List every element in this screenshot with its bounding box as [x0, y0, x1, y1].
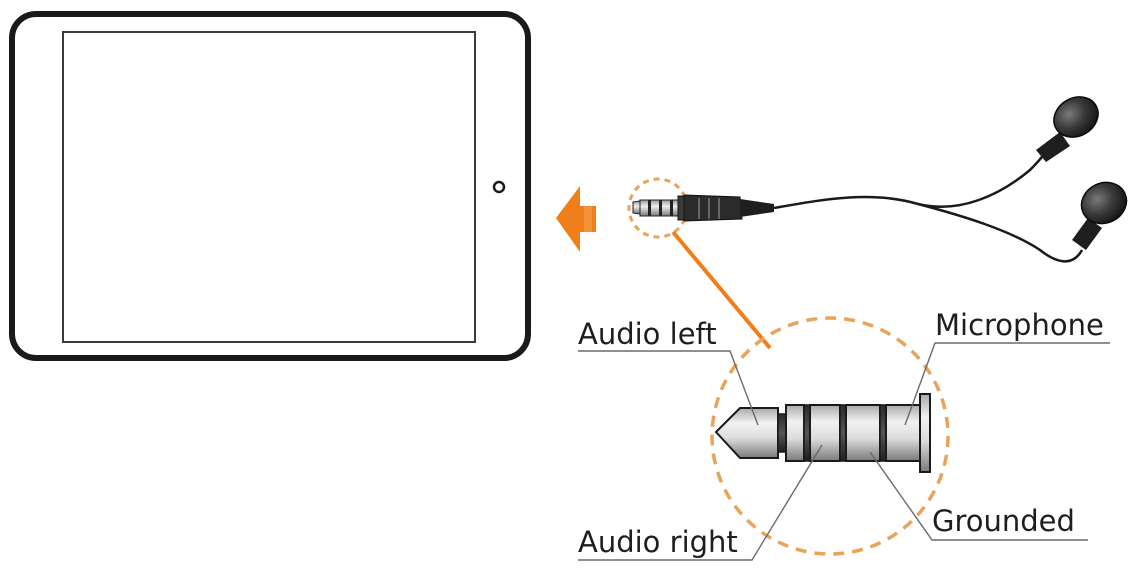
- audio-right-leader: [578, 444, 823, 561]
- earphones-icon: [1036, 96, 1128, 250]
- grounded-leader: [869, 451, 1088, 541]
- earphone-cable: [773, 139, 1084, 263]
- side-button: [526, 306, 530, 326]
- audio-jack-icon: [714, 393, 931, 473]
- zoom-connector-line: [671, 230, 772, 350]
- home-button-icon: [492, 180, 506, 194]
- label-leader-lines: [578, 342, 1110, 561]
- zoomed-jack-circle: [710, 316, 950, 556]
- small-plug-icon: [632, 194, 774, 222]
- audio-left-leader: [578, 350, 759, 426]
- audio-left-label: Audio left: [578, 317, 717, 351]
- microphone-leader: [904, 342, 1110, 426]
- microphone-label: Microphone: [935, 308, 1104, 342]
- arrow-left-icon: [556, 186, 596, 252]
- audio-right-label: Audio right: [578, 525, 738, 559]
- side-button: [526, 226, 530, 244]
- tablet-screen: [62, 31, 476, 343]
- grounded-label: Grounded: [932, 504, 1075, 538]
- tablet-icon: [9, 11, 531, 361]
